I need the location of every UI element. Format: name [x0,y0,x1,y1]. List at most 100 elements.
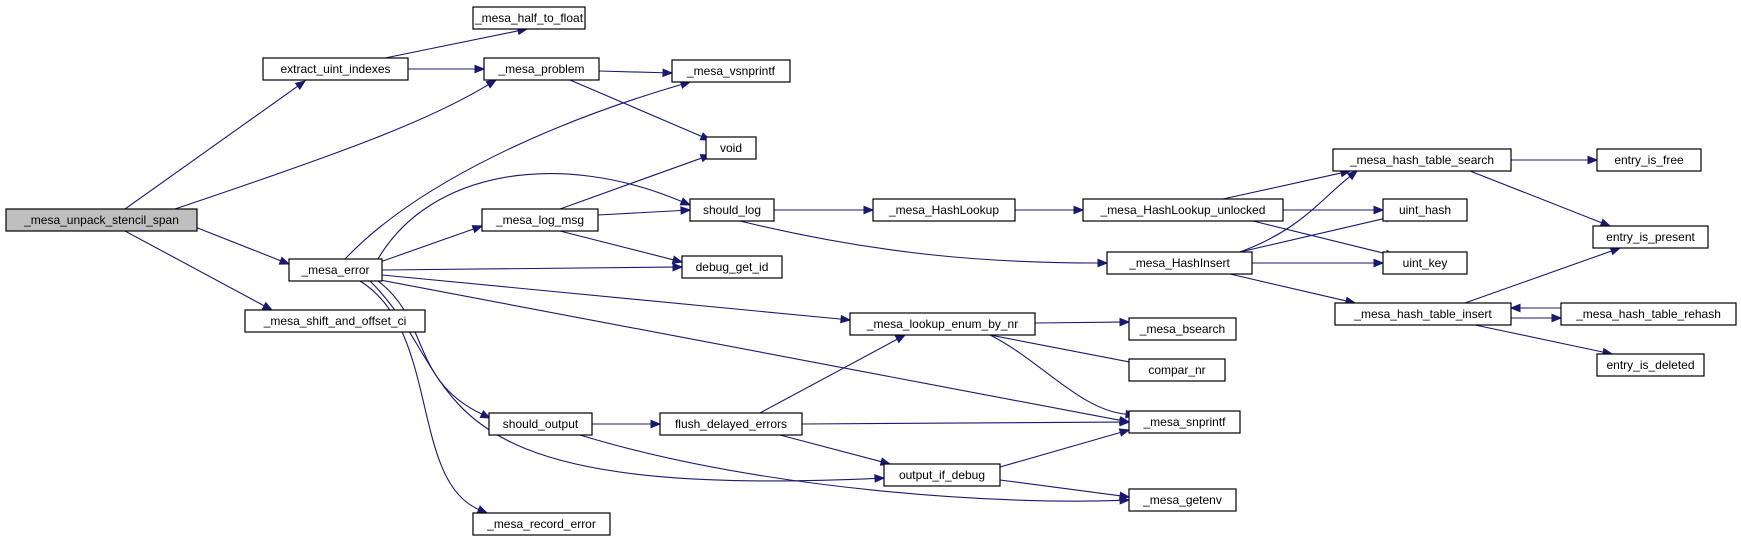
node-shouldoutput[interactable]: should_output [488,412,593,436]
edge-shouldoutput-flush [592,419,662,429]
node-getenv[interactable]: _mesa_getenv [1128,488,1237,512]
node-problem[interactable]: _mesa_problem [483,57,600,81]
edge-line [381,266,674,271]
node-unpack[interactable]: _mesa_unpack_stencil_span [5,208,198,232]
node-label: _mesa_half_to_float [474,11,584,25]
node-box [1128,410,1241,434]
node-label: compar_nr [1148,363,1205,377]
edge-line [579,434,1121,502]
edge-line [1229,273,1347,302]
node-label: _mesa_HashLookup [888,203,999,217]
call-nodes: _mesa_unpack_stencil_span extract_uint_in… [5,6,1737,536]
edge-outputdebug-getenv [999,479,1131,501]
arrowhead-icon [680,206,692,215]
edge-line [559,157,702,210]
node-extract[interactable]: extract_uint_indexes [262,57,409,81]
edge-line [344,83,682,260]
arrowhead-icon [894,334,907,344]
edge-unpack-error [189,224,291,265]
edge-line [1239,217,1387,253]
node-box [1128,358,1226,382]
node-logmsg[interactable]: _mesa_log_msg [481,208,599,232]
node-uintkey[interactable]: uint_key [1382,251,1468,275]
node-box [472,512,611,536]
node-label: _mesa_unpack_stencil_span [23,213,179,227]
edge-shouldlog-hashlookup [774,205,875,215]
node-shouldlog[interactable]: should_log [689,198,775,222]
node-label: _mesa_hash_table_rehash [1575,307,1721,321]
edge-outputdebug-snprintf [999,428,1131,468]
arrowhead-icon [1346,170,1359,181]
node-entryfree[interactable]: entry_is_free [1596,148,1702,172]
edge-extract-problem [408,64,486,74]
arrowhead-icon [479,410,492,419]
node-box [481,208,599,232]
node-snprintf[interactable]: _mesa_snprintf [1128,410,1241,434]
edge-error-vsnprintf [344,80,692,260]
node-lookupenum[interactable]: _mesa_lookup_enum_by_nr [849,312,1036,336]
node-debugid[interactable]: debug_get_id [681,255,783,279]
node-box [659,412,803,436]
edge-line [124,230,265,307]
edge-flush-snprintf [801,417,1131,427]
node-box [288,258,383,282]
node-box [1106,251,1253,275]
node-box [1592,225,1709,249]
node-label: _mesa_snprintf [1142,415,1226,429]
edge-htinsert-rehash [1511,313,1563,323]
node-shift[interactable]: _mesa_shift_and_offset_ci [244,309,426,333]
edge-line [999,479,1121,497]
edge-error-debugid [381,262,684,272]
node-recorderror[interactable]: _mesa_record_error [472,512,611,536]
arrowhead-icon [840,314,852,324]
node-hashinsert[interactable]: _mesa_HashInsert [1106,251,1253,275]
node-vsnprintf[interactable]: _mesa_vsnprintf [671,59,791,83]
edge-lookupenum-bsearch [1034,317,1131,327]
node-label: output_if_debug [899,468,985,482]
node-half[interactable]: _mesa_half_to_float [472,6,586,30]
node-comparnr[interactable]: compar_nr [1128,358,1226,382]
node-box [1560,302,1737,326]
edge-line [1222,172,1342,200]
edge-error-logmsg [379,225,484,263]
arrowhead-icon [476,505,489,514]
node-label: _mesa_hash_table_insert [1353,307,1492,321]
node-label: _mesa_record_error [486,517,596,531]
node-void[interactable]: void [705,136,757,160]
node-bsearch[interactable]: _mesa_bsearch [1128,317,1237,341]
node-label: flush_delayed_errors [675,417,787,431]
node-box [705,136,757,160]
node-htsearch[interactable]: _mesa_hash_table_search [1332,148,1512,172]
node-label: entry_is_deleted [1606,358,1694,372]
arrowhead-icon [1373,205,1385,215]
edge-line [1239,176,1351,253]
node-outputdebug[interactable]: output_if_debug [883,463,1001,487]
node-label: uint_key [1403,256,1448,270]
node-flush[interactable]: flush_delayed_errors [659,412,803,436]
arrowhead-icon [1119,491,1131,501]
node-error[interactable]: _mesa_error [288,258,383,282]
edge-error-outputdebug [369,280,886,483]
node-box [1334,302,1512,326]
edge-unpack-extract [124,80,307,210]
node-hashlookup[interactable]: _mesa_HashLookup [872,198,1016,222]
node-entrypresent[interactable]: entry_is_present [1592,225,1709,249]
node-box [1596,353,1705,377]
node-rehash[interactable]: _mesa_hash_table_rehash [1560,302,1737,326]
node-uinthash[interactable]: uint_hash [1382,198,1468,222]
edge-line [989,334,1127,415]
node-label: entry_is_free [1614,153,1684,167]
node-label: _mesa_vsnprintf [686,64,776,78]
node-label: _mesa_shift_and_offset_ci [263,314,407,328]
edge-shouldlog-hashinsert [739,220,1109,268]
node-entrydeleted[interactable]: entry_is_deleted [1596,353,1705,377]
node-hlunlocked[interactable]: _mesa_HashLookup_unlocked [1082,198,1284,222]
edge-line [559,230,674,261]
arrowhead-icon [672,262,684,272]
node-label: _mesa_error [300,263,369,277]
node-label: entry_is_present [1606,230,1695,244]
edge-problem-void [569,79,712,141]
node-label: uint_hash [1399,203,1451,217]
node-htinsert[interactable]: _mesa_hash_table_insert [1334,302,1512,326]
node-box [1082,198,1284,222]
